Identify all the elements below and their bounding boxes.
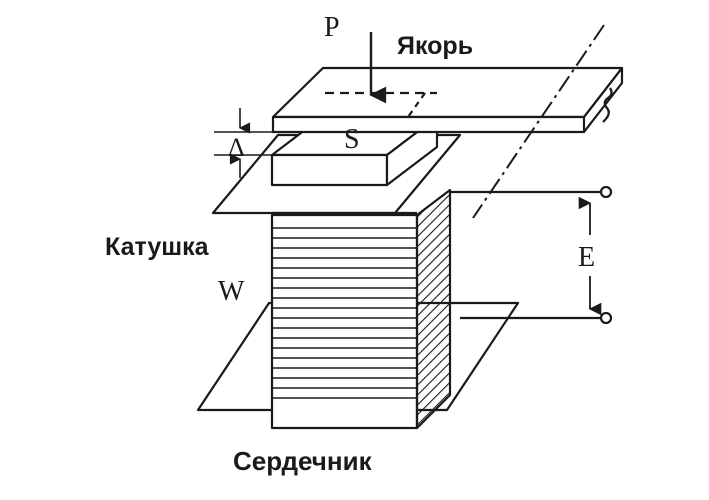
core-label: Сердечник	[233, 446, 373, 476]
coil-front	[270, 213, 419, 430]
armature-front	[271, 115, 586, 134]
axis-line	[472, 24, 605, 219]
emf-label: E	[578, 242, 595, 273]
armature-label: Якорь	[397, 32, 473, 60]
coil-windings	[272, 227, 417, 399]
force-label: P	[324, 12, 340, 43]
core-pole-front	[270, 153, 389, 187]
coil-label: Катушка	[105, 233, 210, 261]
terminal-bottom	[599, 311, 613, 325]
area-label: S	[344, 124, 360, 155]
coil-side	[415, 188, 452, 430]
armature-break	[583, 67, 624, 133]
turns-label: W	[218, 276, 245, 307]
terminal-top	[599, 185, 613, 199]
gap-label: Δ	[228, 133, 245, 162]
